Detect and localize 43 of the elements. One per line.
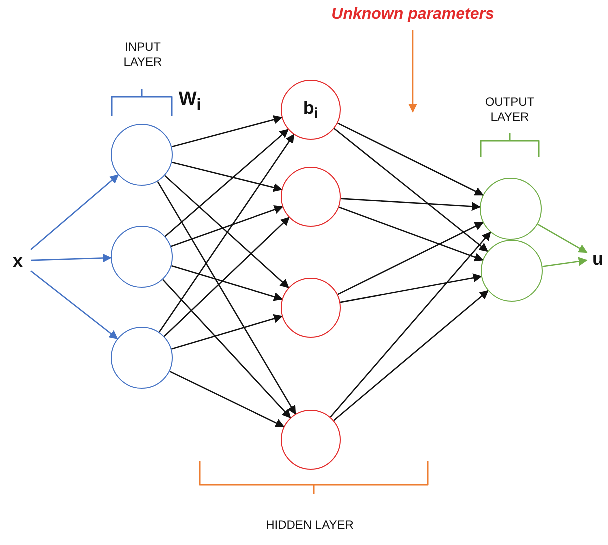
neuron-circle [480, 178, 542, 240]
arrow [340, 198, 481, 212]
layer-label: W$_{i}$ [178, 88, 202, 116]
layer-label: HIDDEN LAYER [265, 518, 355, 533]
node-label: x [8, 248, 28, 274]
arrow [172, 162, 283, 192]
arrow [164, 175, 290, 288]
arrow [172, 314, 284, 350]
arrow [164, 129, 290, 238]
neuron-circle [111, 226, 173, 288]
neuron-circle [481, 240, 543, 302]
arrow [171, 206, 284, 248]
arrow [338, 122, 484, 196]
neuron-circle [281, 80, 341, 140]
arrow [30, 174, 120, 250]
arrow [158, 134, 295, 333]
arrow [330, 232, 492, 418]
arrow [338, 222, 484, 296]
arrow [164, 217, 290, 338]
neuron-circle [111, 327, 173, 389]
arrow [338, 206, 484, 262]
arrow [30, 270, 118, 340]
node-label: u [590, 246, 606, 272]
arrow [340, 274, 482, 304]
arrow [172, 115, 283, 148]
arrow [334, 128, 488, 252]
arrow [157, 181, 296, 415]
arrow [334, 290, 489, 422]
layer-label: OUTPUT LAYER [484, 95, 536, 125]
arrow [538, 224, 588, 254]
node-label: Unknown parameters [318, 2, 508, 28]
arrow [172, 265, 284, 302]
arrow [542, 257, 588, 268]
arrow [30, 254, 112, 263]
neuron-circle [281, 410, 341, 470]
neuron-circle [281, 167, 341, 227]
arrow [170, 370, 285, 428]
layer-label: INPUT LAYER [122, 40, 164, 70]
neuron-circle [281, 278, 341, 338]
leader-line [408, 30, 418, 113]
arrow [162, 279, 292, 419]
neuron-circle [111, 124, 173, 186]
node-label: b$_{i}$ [303, 98, 319, 122]
